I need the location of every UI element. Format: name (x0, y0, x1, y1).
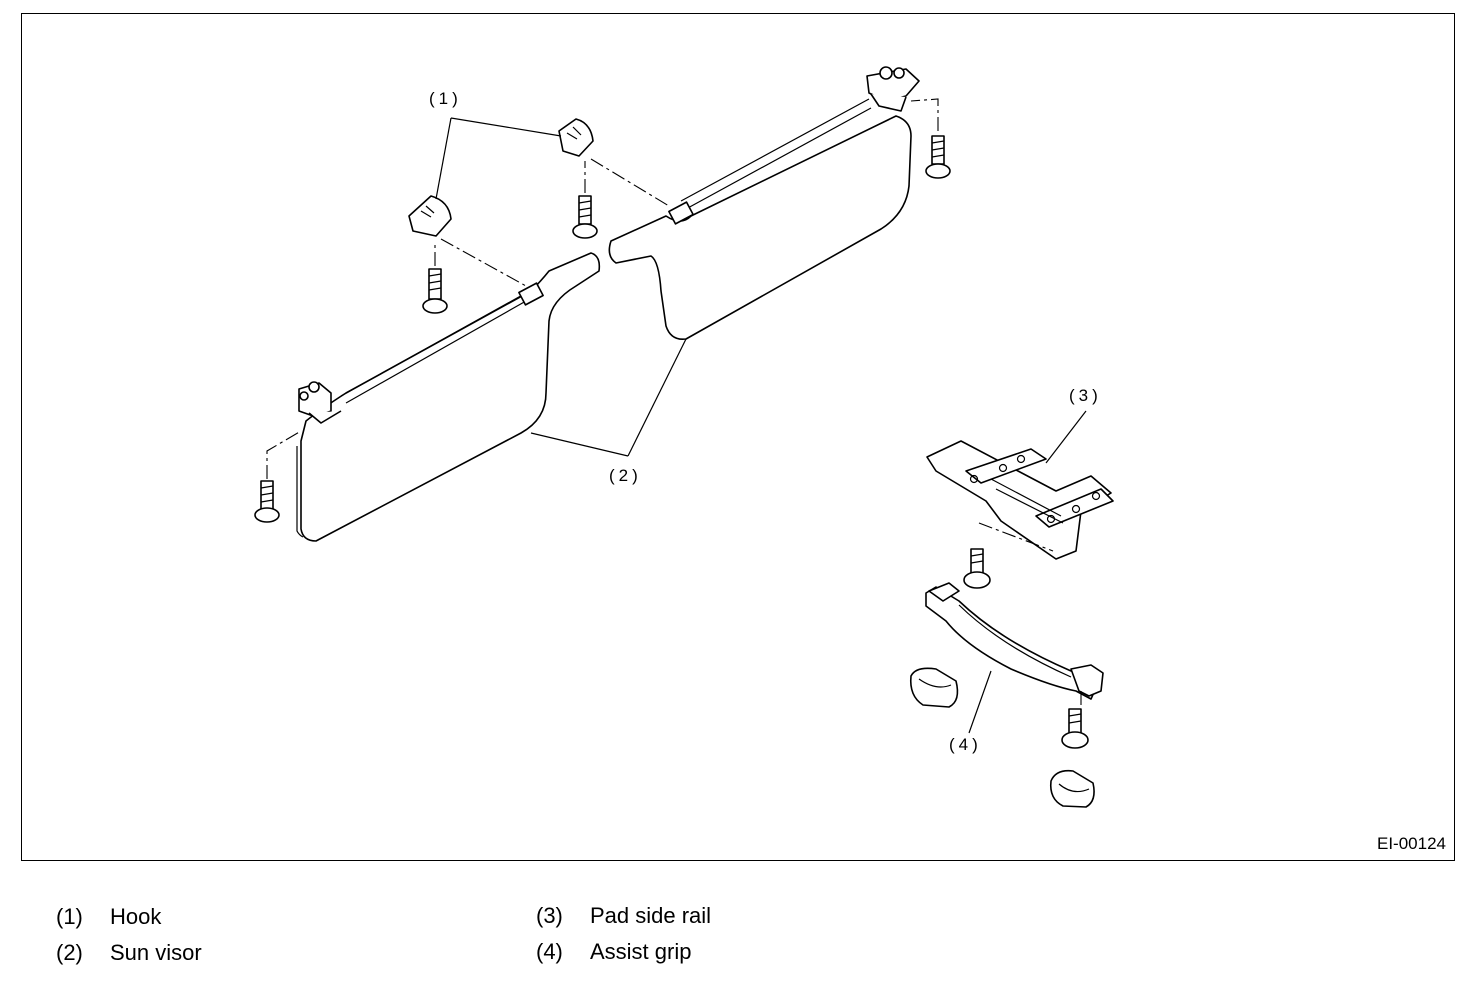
legend-item-assist-grip: (4) Assist grip (536, 939, 856, 969)
legend-number: (4) (536, 939, 563, 964)
legend-label: Sun visor (110, 940, 202, 965)
legend-label: Hook (110, 904, 162, 929)
grip-cover-left (909, 667, 959, 708)
legend-number: (3) (536, 903, 563, 928)
screw-grip-top (963, 548, 991, 589)
hook-left (408, 195, 452, 237)
figure-id: EI-00124 (1377, 834, 1446, 853)
callout-assist-grip: (4) (949, 735, 982, 754)
exploded-view-drawing: (1) (2) (3) (4) (254, 66, 1114, 808)
hook-right (558, 118, 594, 157)
legend-item-sun-visor: (2) Sun visor (56, 940, 356, 970)
legend-label: Pad side rail (590, 903, 712, 928)
screw-visor-right (925, 135, 951, 179)
screw-visor-left (254, 480, 280, 523)
diagram-frame: (1) (2) (3) (4) EI-00124 (21, 13, 1455, 861)
legend-item-pad-side-rail: (3) Pad side rail (536, 903, 856, 933)
assist-grip (925, 582, 1104, 700)
left-sun-visor (296, 252, 601, 542)
legend-label: Assist grip (590, 939, 692, 964)
screw-grip-bottom (1061, 708, 1089, 749)
grip-cover-right (1049, 769, 1095, 808)
screw-hook-right (572, 195, 598, 239)
callout-hook: (1) (429, 89, 462, 108)
callout-sun-visor: (2) (609, 466, 642, 485)
right-sun-visor (608, 66, 920, 341)
callout-pad-side-rail: (3) (1069, 386, 1102, 405)
screw-hook-left (422, 268, 448, 314)
leader-lines (435, 117, 1087, 734)
pad-side-rail (926, 440, 1114, 560)
legend-number: (1) (56, 904, 83, 929)
legend-item-hook: (1) Hook (56, 904, 356, 934)
legend-number: (2) (56, 940, 83, 965)
